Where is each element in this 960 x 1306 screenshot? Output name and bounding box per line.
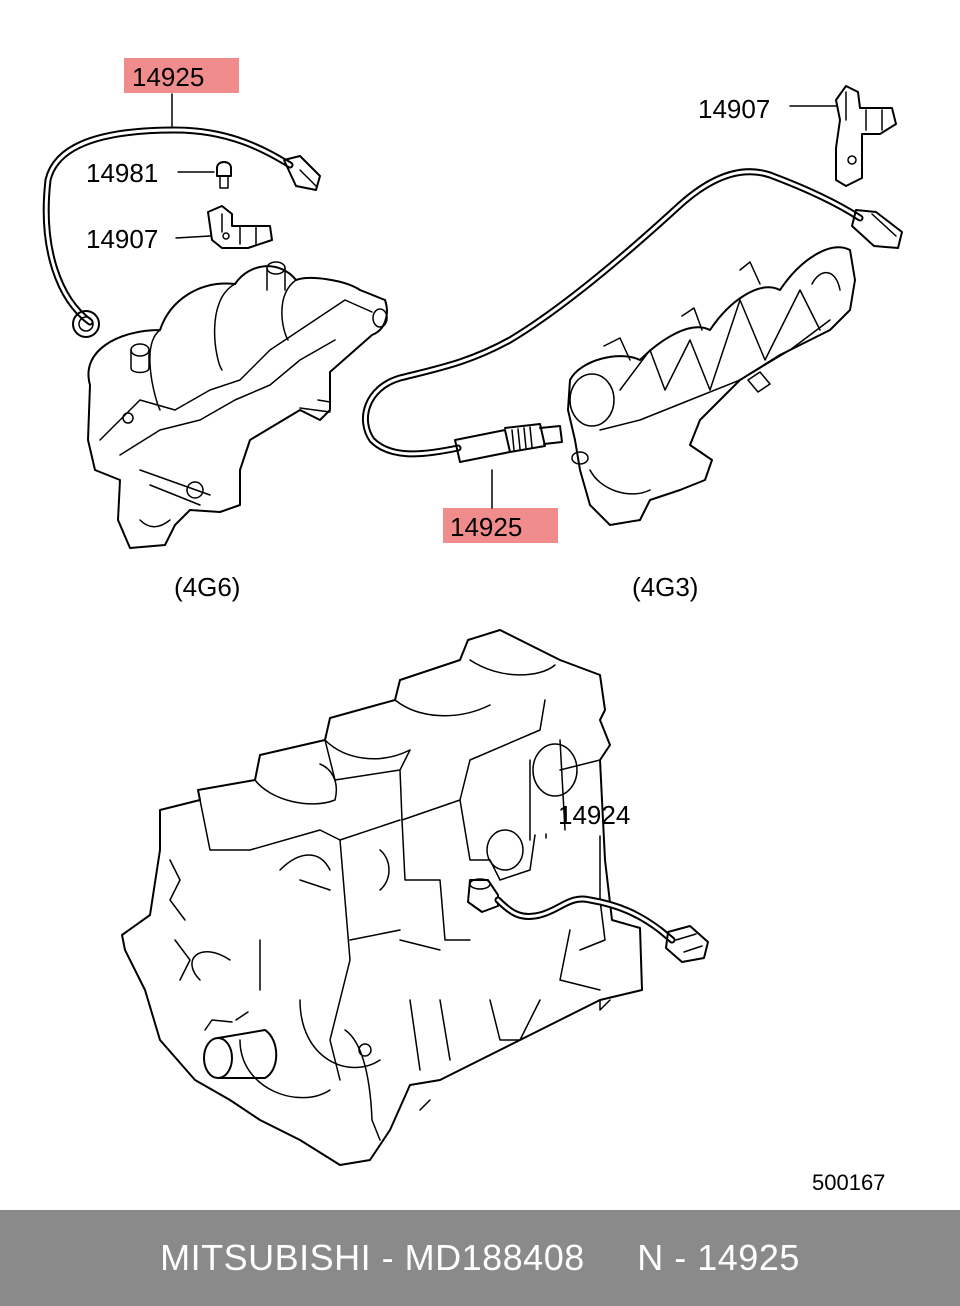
bracket-14907-left[interactable]: [207, 205, 273, 249]
footer-separator-2: -: [663, 1237, 698, 1278]
callout-highlight-14925-right: [443, 508, 558, 543]
knock-sensor-14924[interactable]: [467, 878, 709, 963]
callout-14924[interactable]: 14924: [558, 800, 630, 830]
footer-ref-prefix: N: [637, 1237, 664, 1278]
engine-block: [121, 629, 643, 1166]
figure-number: 500167: [812, 1170, 885, 1195]
callout-14907-right[interactable]: 14907: [698, 94, 770, 124]
parts-diagram: 14925 14981 14907 14907 14925 14924 (4G6…: [42, 58, 903, 1195]
caption-4g6: (4G6): [174, 572, 240, 602]
callout-highlight-14925-left: [124, 58, 239, 93]
footer-part-number: MD188408: [404, 1237, 585, 1278]
callout-14925-left[interactable]: 14925: [132, 62, 204, 92]
callout-14981[interactable]: 14981: [86, 158, 158, 188]
callout-14907-left[interactable]: 14907: [86, 224, 158, 254]
footer-bar: MITSUBISHI - MD188408 N - 14925: [0, 1210, 960, 1306]
callout-14925-right[interactable]: 14925: [450, 512, 522, 542]
exhaust-manifold-4g3: [567, 246, 856, 526]
plug-14981[interactable]: [216, 161, 232, 189]
exhaust-manifold-4g6: [87, 261, 388, 549]
footer-ref-number: 14925: [697, 1237, 800, 1278]
oxygen-sensor-4g6[interactable]: [42, 126, 321, 338]
caption-4g3: (4G3): [632, 572, 698, 602]
oxygen-sensor-4g3[interactable]: [361, 168, 903, 463]
footer-gap: [585, 1237, 638, 1279]
leader-lines: [171, 93, 837, 901]
bracket-14907-right[interactable]: [835, 85, 897, 187]
footer-separator: -: [371, 1237, 405, 1278]
footer-brand: MITSUBISHI: [160, 1237, 372, 1278]
